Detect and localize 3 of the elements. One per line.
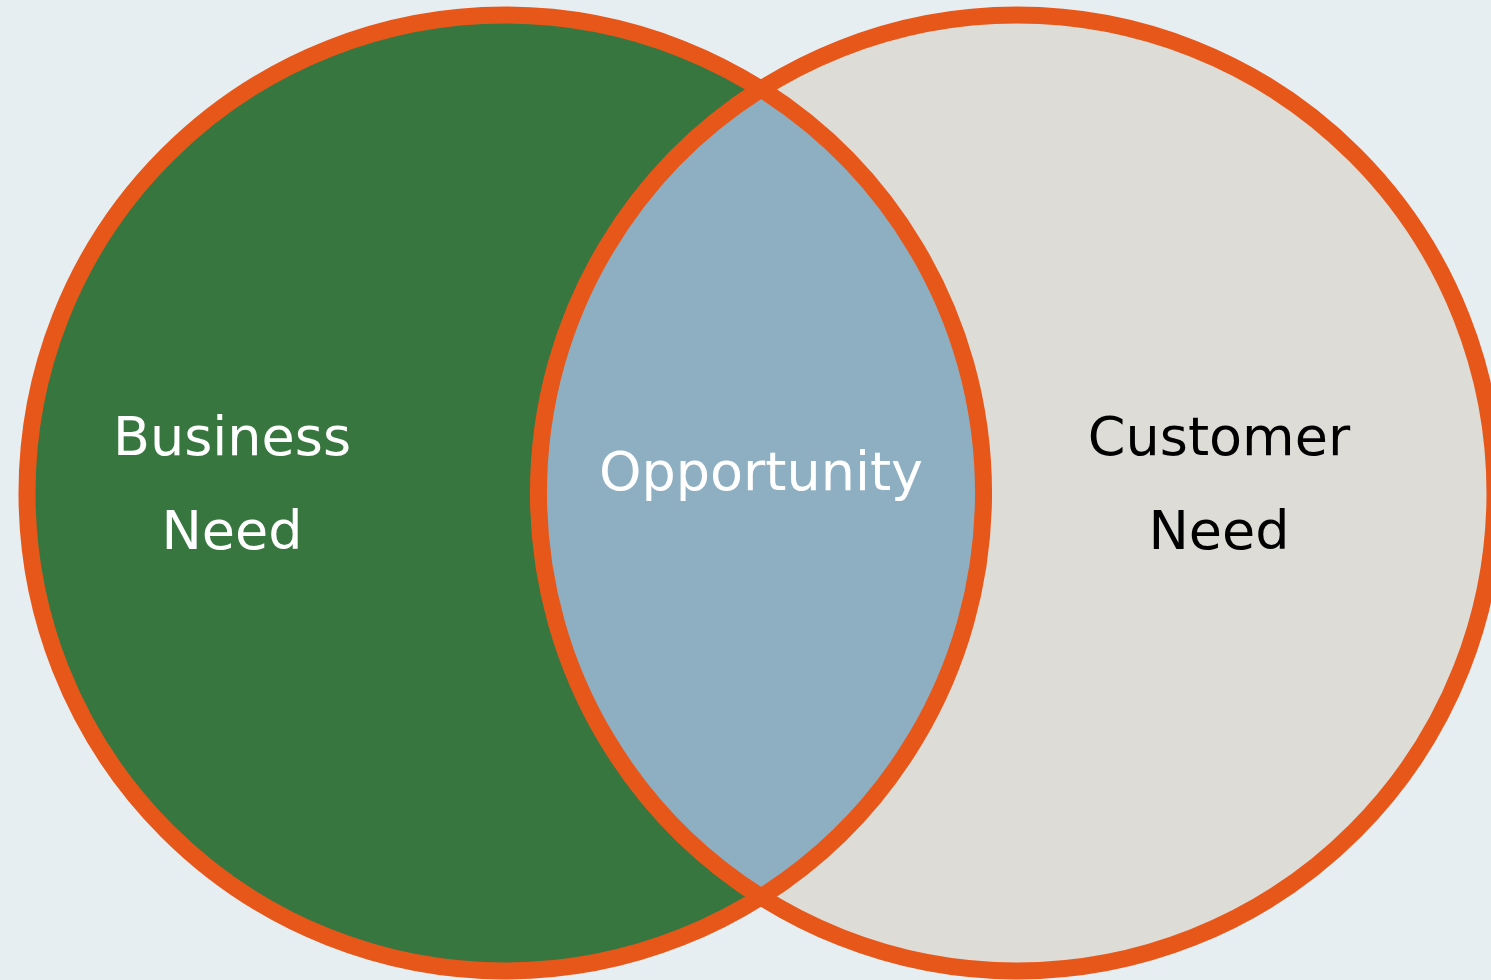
region-label: Business Need	[111, 404, 353, 564]
region-label: Customer Need	[1086, 404, 1352, 564]
region-label: Opportunity	[597, 439, 925, 505]
